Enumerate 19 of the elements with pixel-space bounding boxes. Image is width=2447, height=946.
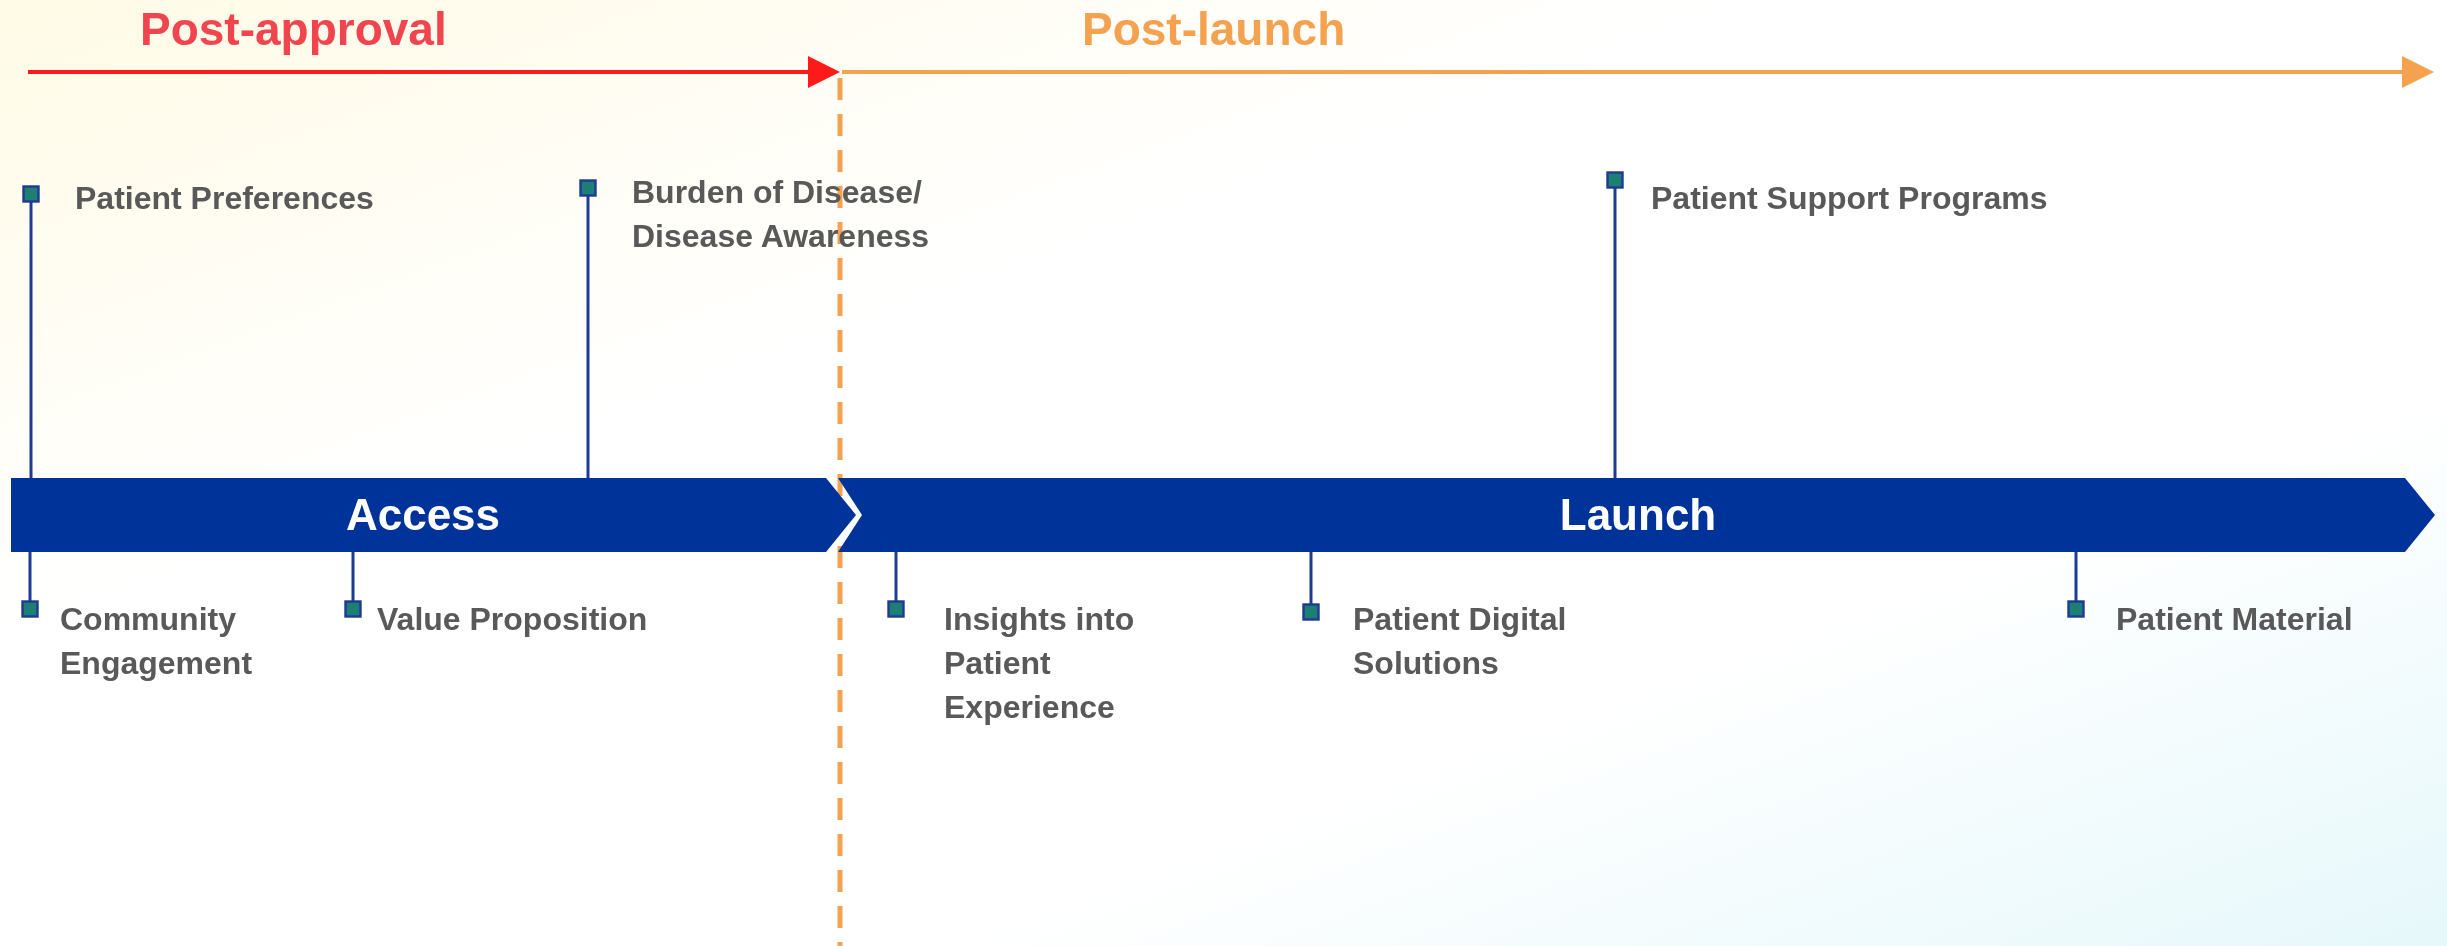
leader-line — [21, 552, 39, 618]
timeline-item-label: Insights into Patient Experience — [944, 597, 1214, 729]
leader-line — [344, 552, 362, 618]
leader-line — [887, 552, 905, 618]
leader-line — [1302, 552, 1320, 621]
leader-line — [1606, 171, 1624, 478]
timeline-item-label: Value Proposition — [377, 597, 777, 641]
leader-line — [2067, 552, 2085, 618]
timeline-item-label: Patient Support Programs — [1651, 176, 2171, 220]
phase-label: Launch — [1559, 489, 1717, 541]
leader-line — [22, 185, 40, 478]
phase-heading: Post-launch — [1082, 2, 1346, 56]
timeline-item-label: Patient Digital Solutions — [1353, 597, 1613, 685]
phase-label: Access — [345, 489, 501, 541]
timeline-item-label: Patient Material — [2116, 597, 2447, 641]
leader-line — [579, 179, 597, 478]
timeline-item-label: Community Engagement — [60, 597, 360, 685]
phase-heading: Post-approval — [140, 2, 447, 56]
timeline-item-label: Patient Preferences — [75, 176, 495, 220]
